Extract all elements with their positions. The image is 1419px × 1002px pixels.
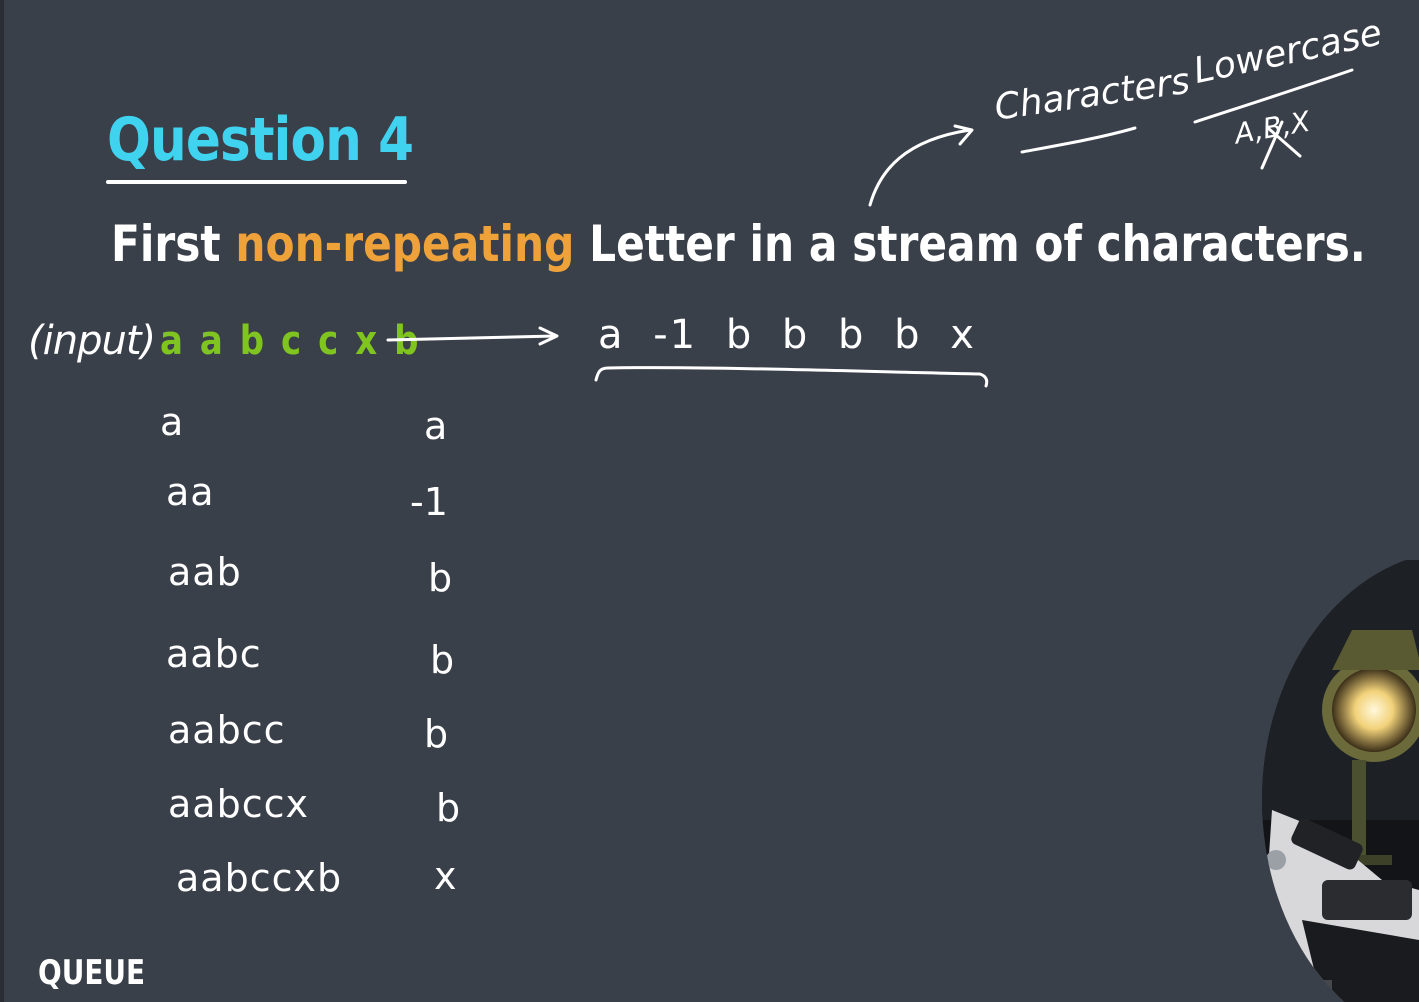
question-statement: First non-repeating Letter in a stream o…	[111, 212, 1366, 276]
output-sequence: a -1 b b b b x	[598, 312, 976, 358]
topic-label: QUEUE	[38, 953, 146, 993]
strike-mark	[1260, 120, 1284, 170]
question-title: Question 4	[107, 105, 414, 175]
curved-arrow	[868, 128, 972, 207]
step-answer: x	[434, 854, 457, 898]
step-prefix: aabc	[166, 632, 262, 676]
step-answer: b	[436, 786, 461, 830]
statement-highlight: non-repeating	[235, 215, 575, 273]
step-answer: b	[428, 556, 453, 600]
stream-arrow-head	[538, 326, 559, 346]
lamp-icon	[1322, 630, 1419, 865]
output-brace	[594, 366, 989, 388]
step-prefix: aa	[166, 470, 215, 514]
input-label: (input)	[28, 318, 156, 364]
step-prefix: aab	[168, 550, 242, 594]
step-prefix: aabccx	[168, 782, 309, 826]
step-prefix: aabcc	[168, 708, 286, 752]
characters-underline	[1020, 126, 1137, 154]
statement-prefix: First	[111, 215, 236, 273]
input-sequence: a a b c c x b	[160, 318, 421, 364]
step-answer: b	[430, 638, 455, 682]
step-answer: b	[424, 712, 449, 756]
step-answer: a	[424, 404, 448, 448]
lowercase-divider	[1193, 68, 1354, 124]
left-edge	[0, 0, 4, 1002]
step-answer: -1	[410, 480, 448, 524]
step-prefix: a	[160, 400, 185, 444]
title-underline	[106, 180, 407, 184]
webcam-overlay	[1262, 560, 1419, 1002]
stream-arrow	[386, 334, 557, 342]
step-prefix: aabccxb	[176, 856, 343, 900]
strike-mark	[1266, 126, 1302, 158]
curved-arrow-head	[953, 124, 974, 146]
statement-suffix: Letter in a stream of characters.	[574, 215, 1366, 273]
